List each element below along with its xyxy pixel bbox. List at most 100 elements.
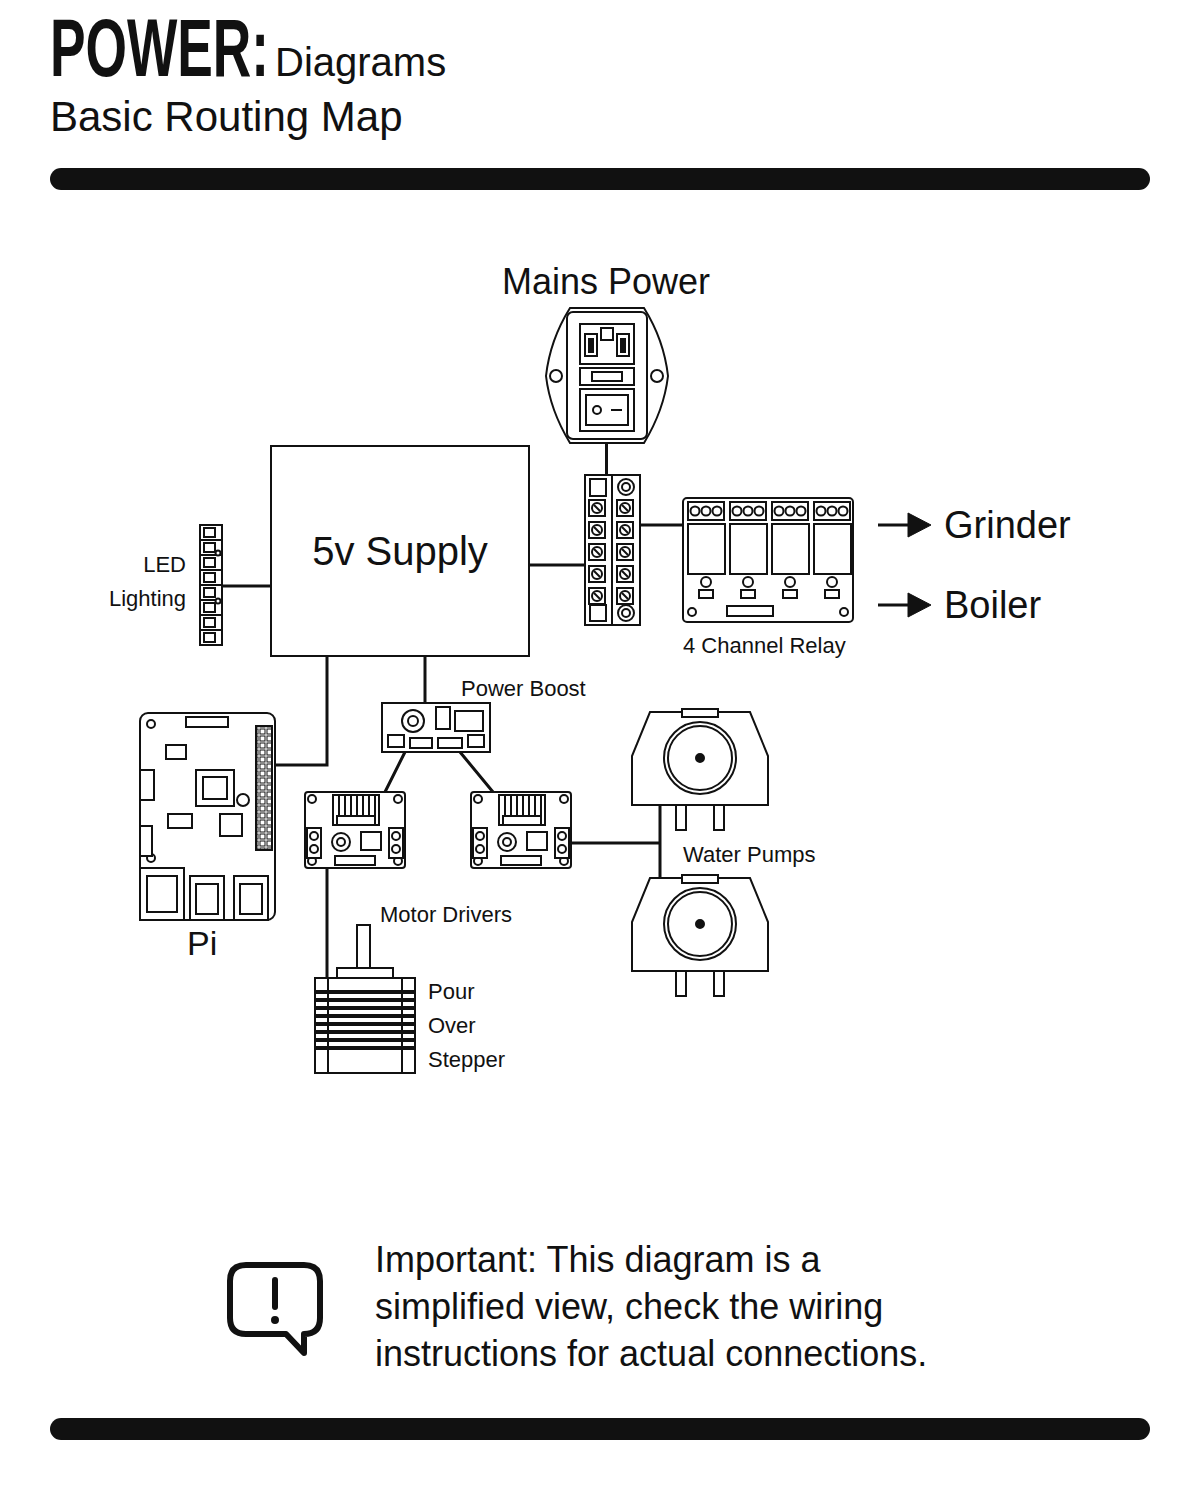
page-heading: Basic Routing Map [50, 96, 403, 138]
terminal-block [585, 475, 640, 625]
relay-board-drawing [688, 502, 725, 598]
boost-converter-drawing [438, 738, 462, 748]
boost-converter-drawing [388, 735, 404, 747]
boost-converter-drawing [382, 703, 490, 752]
terminal-block [589, 566, 605, 582]
iec-inlet-symbol [546, 308, 668, 443]
component-label: Pi [187, 923, 217, 963]
relay-board-drawing [772, 502, 809, 598]
iec-inlet-symbol [611, 409, 622, 411]
terminal-block [589, 544, 605, 560]
terminal-block [589, 500, 605, 516]
stepper-motor-drawing [315, 1014, 415, 1018]
relay-board-drawing [688, 608, 696, 616]
wire-connector [607, 443, 684, 525]
raspberry-pi-drawing [140, 713, 275, 920]
terminal-block [622, 483, 630, 491]
stepper-motor-drawing [315, 1046, 415, 1050]
note-icon [272, 1280, 278, 1307]
water-pumps: Water Pumps [632, 712, 768, 972]
terminal-block [622, 609, 630, 617]
terminal-block [585, 475, 640, 625]
header-bar [50, 168, 1150, 1440]
wire-connector [326, 868, 329, 978]
stepper-motor-drawing [315, 1038, 415, 1042]
raspberry-pi-drawing [140, 713, 275, 920]
note-text: Important: This diagram is a simplified … [375, 1236, 960, 1377]
water-pump-drawing [632, 805, 660, 878]
led-strip: LED Lighting [200, 525, 222, 645]
raspberry-pi: Pi [140, 713, 275, 920]
stepper-motor-drawing [315, 978, 415, 1073]
iec-inlet-symbol [585, 334, 597, 356]
stepper-motor-drawing [315, 990, 415, 1050]
raspberry-pi-drawing [140, 770, 154, 800]
terminal-block [617, 500, 633, 516]
stepper-motor-drawing [337, 968, 393, 978]
terminal-block [589, 522, 605, 538]
stepper-motor-drawing [315, 1022, 415, 1026]
component-label: LED Lighting [109, 548, 186, 616]
terminal-block [617, 522, 633, 538]
iec-inlet-symbol [621, 339, 625, 352]
stepper-motor-drawing [315, 990, 415, 994]
iec-inlet-symbol [651, 370, 663, 382]
note-icon [272, 1317, 278, 1323]
iec-inlet-symbol [567, 312, 647, 439]
wire-connector [275, 657, 327, 765]
iec-inlet-symbol [601, 328, 613, 340]
motor-driver-board [471, 792, 571, 868]
terminal-block [611, 475, 613, 625]
raspberry-pi-drawing [240, 884, 262, 914]
component-label: 4 Channel Relay [683, 633, 846, 659]
boost-converter-drawing [436, 707, 450, 729]
motor-drivers: Motor Drivers [305, 792, 571, 868]
raspberry-pi-drawing [140, 868, 184, 920]
header-bar [50, 1418, 1150, 1440]
component-label: Power Boost [461, 676, 586, 702]
iec-inlet-symbol [550, 370, 562, 382]
led-strip-drawing [200, 573, 222, 585]
led-strip-drawing [200, 603, 222, 615]
terminal-block [590, 605, 606, 621]
boost-converter-drawing [455, 711, 483, 731]
relay-board-drawing [683, 498, 853, 622]
page-subtitle: Diagrams [275, 42, 446, 82]
iec-inlet-symbol [580, 368, 634, 385]
iec-inlet-symbol [586, 395, 628, 425]
led-strip-drawing [200, 528, 222, 540]
output-label: Grinder [944, 506, 1071, 544]
stepper-motor-drawing [315, 1030, 415, 1034]
raspberry-pi-drawing [256, 726, 272, 850]
boost-converter-drawing [468, 735, 484, 747]
page-title: POWER: [50, 7, 269, 89]
wire-connector [424, 657, 427, 703]
terminal-block [617, 566, 633, 582]
boost-converter-drawing [402, 710, 424, 732]
relay-board-drawing [840, 608, 848, 616]
raspberry-pi-drawing [140, 826, 152, 856]
terminal-block [617, 588, 633, 604]
iec-inlet-symbol [580, 324, 634, 364]
terminal-block [590, 479, 606, 496]
led-strip-drawing [216, 599, 221, 604]
output-arrow [908, 513, 931, 537]
wire-connector [385, 752, 493, 792]
raspberry-pi-drawing [196, 770, 234, 806]
iec-inlet-symbol [593, 406, 601, 414]
header-bar [50, 168, 1150, 190]
stepper-motor-drawing [315, 998, 415, 1002]
iec-inlet-symbol [580, 389, 634, 431]
stepper-motor-drawing [401, 978, 403, 1073]
relay-board-drawing [814, 502, 851, 598]
stepper-motor-drawing [315, 1006, 415, 1010]
output-label: Boiler [944, 586, 1041, 624]
led-strip-drawing [200, 633, 222, 645]
water-pump-drawing [632, 709, 768, 830]
terminal-block [617, 544, 633, 560]
component-label: Mains Power [502, 264, 710, 300]
component-label: 5v Supply [312, 528, 488, 574]
power-supply-box: 5v Supply [270, 445, 530, 657]
boost-converter-drawing [410, 738, 432, 748]
